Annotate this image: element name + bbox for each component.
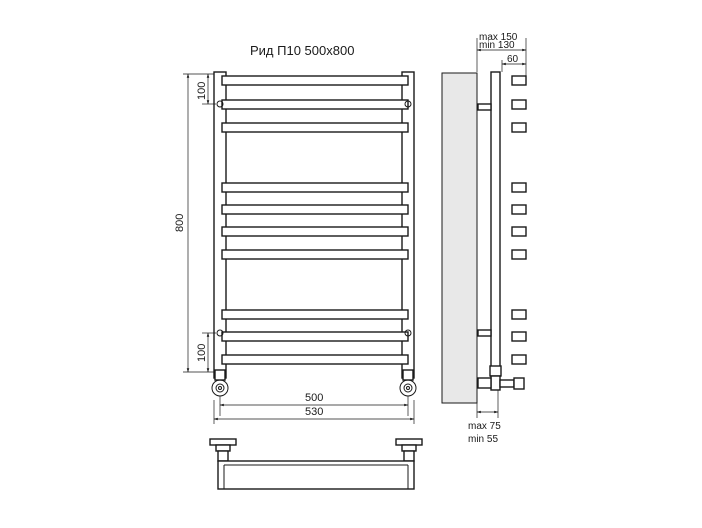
- side-rung: [511, 309, 527, 320]
- side-rung: [511, 99, 527, 110]
- valve-left: [211, 369, 229, 397]
- rung: [221, 204, 409, 215]
- valve-right: [399, 369, 417, 397]
- side-valve: [477, 365, 525, 391]
- bracket-bottom-right: [404, 329, 412, 337]
- side-rung: [511, 182, 527, 193]
- side-collector: [490, 71, 501, 377]
- dim-bar-depth-label: 60: [507, 54, 519, 65]
- rung: [221, 226, 409, 237]
- dim-valve-max-label: max 75: [468, 421, 501, 432]
- dim-height-label: 800: [174, 214, 186, 232]
- drawing-title: Рид П10 500x800: [250, 43, 354, 58]
- dim-total-width-label: 530: [305, 406, 323, 418]
- bracket-top-right: [404, 100, 412, 108]
- side-rung: [511, 122, 527, 133]
- rung: [221, 99, 409, 110]
- side-rung: [511, 331, 527, 342]
- dim-bottom-step-label: 100: [196, 344, 208, 362]
- rung: [221, 331, 409, 342]
- side-rung: [511, 204, 527, 215]
- bracket-top-left: [216, 100, 224, 108]
- side-rungs: [511, 75, 527, 365]
- top-valve-left: [209, 438, 237, 462]
- rung: [221, 309, 409, 320]
- side-view: max 150 min 130 60 max 75 min 55: [441, 32, 527, 445]
- dim-depth-min-label: min 130: [479, 40, 515, 51]
- side-rung: [511, 226, 527, 237]
- rung: [221, 75, 409, 86]
- rung: [221, 249, 409, 260]
- top-view-frame: [217, 460, 415, 490]
- side-rung: [511, 354, 527, 365]
- rungs: [221, 75, 409, 365]
- side-rung: [511, 249, 527, 260]
- rung: [221, 122, 409, 133]
- bracket-bottom-left: [216, 329, 224, 337]
- side-rung: [511, 75, 527, 86]
- dim-top-step-label: 100: [196, 82, 208, 100]
- dim-valve-min-label: min 55: [468, 434, 498, 445]
- front-view: 800 100 100 500 530: [174, 71, 417, 424]
- top-valve-right: [395, 438, 423, 462]
- top-view: [209, 438, 423, 490]
- dim-depth-max-label: max 150: [479, 32, 518, 43]
- rung: [221, 182, 409, 193]
- rung: [221, 354, 409, 365]
- dim-axis-width-label: 500: [305, 392, 323, 404]
- wall: [441, 72, 478, 404]
